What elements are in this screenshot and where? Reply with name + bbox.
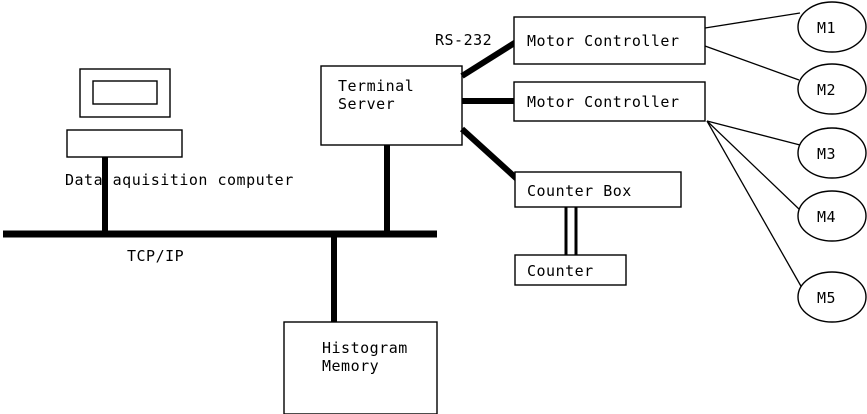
link-terminal-server-to-motor-controller-1 (460, 39, 518, 79)
motor-m4-ellipse[interactable] (797, 190, 867, 242)
motor-m4-label: M4 (817, 208, 836, 226)
motor-m2-ellipse[interactable] (797, 63, 867, 115)
counter-box-label: Counter Box (527, 182, 632, 200)
tcpip-bus-label: TCP/IP (127, 247, 184, 265)
terminal-server-box[interactable] (320, 65, 463, 146)
counter-box-group[interactable]: Counter Box (514, 171, 682, 208)
motor-m2-label: M2 (817, 81, 836, 99)
histogram-memory-label-line1: Histogram (322, 339, 408, 357)
motor-controller-1-group[interactable]: Motor Controller (513, 16, 706, 65)
counter-rect[interactable] (514, 254, 627, 286)
link-motor-controller-1-to-m1 (704, 12, 801, 29)
computer-base-unit (66, 129, 183, 158)
counter-group[interactable]: Counter (514, 207, 627, 286)
counter-label: Counter (527, 262, 594, 280)
motors-group[interactable]: M1 M2 M3 M4 M5 (797, 1, 867, 323)
link-motor-controller-1-to-m2 (704, 45, 800, 81)
motor-m5-ellipse[interactable] (797, 271, 867, 323)
link-motor-controller-2-to-m5 (706, 120, 803, 289)
rs232-label: RS-232 (435, 31, 492, 49)
rs232-links-group: RS-232 (435, 31, 520, 182)
motor-controller-2-box[interactable] (513, 81, 706, 122)
histogram-memory-group[interactable]: Histogram Memory (283, 321, 438, 414)
terminal-server-label-line2: Server (338, 95, 395, 113)
link-terminal-server-to-counter-box (459, 126, 520, 182)
motor-controller-2-label: Motor Controller (527, 93, 680, 111)
motor-links-group (704, 12, 803, 289)
link-motor-controller-2-to-m4 (706, 120, 801, 211)
motor-m3-ellipse[interactable] (797, 127, 867, 179)
motor-node-m5[interactable]: M5 (797, 271, 867, 323)
motor-m5-label: M5 (817, 289, 836, 307)
data-acquisition-computer-group[interactable]: Data aquisition computer (65, 68, 294, 189)
motor-m1-ellipse[interactable] (797, 1, 867, 53)
motor-m3-label: M3 (817, 145, 836, 163)
counter-box-rect[interactable] (514, 171, 682, 208)
motor-node-m2[interactable]: M2 (797, 63, 867, 115)
motor-node-m4[interactable]: M4 (797, 190, 867, 242)
motor-controller-1-label: Motor Controller (527, 32, 680, 50)
histogram-memory-box[interactable] (283, 321, 438, 414)
motor-node-m1[interactable]: M1 (797, 1, 867, 53)
motor-controller-1-box[interactable] (513, 16, 706, 65)
monitor-screen (92, 80, 158, 105)
tcpip-bus-group: TCP/IP (3, 145, 437, 324)
motor-m1-label: M1 (817, 19, 836, 37)
link-motor-controller-2-to-m3 (706, 120, 801, 146)
data-acquisition-computer-caption: Data aquisition computer (65, 171, 294, 189)
histogram-memory-label-line2: Memory (322, 357, 379, 375)
terminal-server-label-line1: Terminal (338, 77, 414, 95)
terminal-server-group[interactable]: Terminal Server (320, 65, 463, 146)
motor-node-m3[interactable]: M3 (797, 127, 867, 179)
motor-controller-2-group[interactable]: Motor Controller (513, 81, 706, 122)
